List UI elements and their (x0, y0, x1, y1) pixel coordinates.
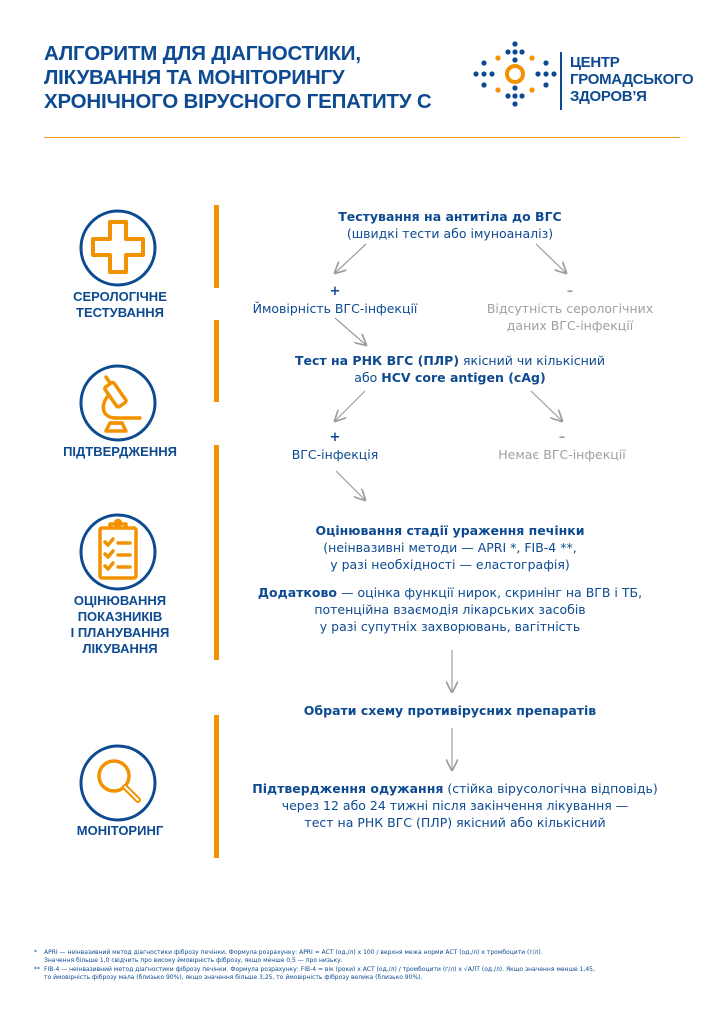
cure-confirmation-bold: Підтвердження одужання (252, 781, 444, 796)
additional-line: потенційна взаємодія лікарських засобів (314, 602, 586, 617)
logo-text-line: ЗДОРОВ’Я (570, 88, 647, 105)
positive-sign: + (329, 284, 341, 299)
confirm-positive-node: + ВГС-інфекція (235, 429, 435, 463)
stage-label-monitoring: МОНІТОРИНГ (40, 823, 200, 839)
additional-line: у разі супутніх захворювань, вагітність (319, 619, 581, 634)
additional-bold: Додатково (257, 585, 337, 600)
title-line: ЛІКУВАННЯ ТА МОНІТОРИНГУ (44, 66, 345, 89)
footnote-marker: * (34, 949, 37, 956)
rna-test-regular: якісний чи кількісний (459, 353, 606, 368)
cure-confirmation-node: Підтвердження одужання (стійка вірусолог… (230, 780, 680, 831)
serology-positive-node: + Ймовірність ВГС-інфекції (235, 283, 435, 317)
negative-sign: – (558, 430, 566, 445)
footnote-marker: ** (34, 966, 40, 973)
stage-bar-serology (214, 205, 219, 288)
footnote-line: FIB-4 — неінвазивний метод діагностики ф… (44, 966, 595, 973)
stage-label-serology: СЕРОЛОГІЧНЕ ТЕСТУВАННЯ (40, 289, 200, 321)
stage-label-line: ПІДТВЕРДЖЕННЯ (63, 444, 177, 459)
footnote-line: APRI — неінвазивний метод діагностики фі… (44, 949, 543, 956)
confirm-positive-text: ВГС-інфекція (291, 447, 379, 462)
serology-negative-text: даних ВГС-інфекції (506, 318, 634, 333)
serology-negative-node: – Відсутність серологічних даних ВГС-інф… (470, 283, 670, 334)
antibody-test-subtitle: (швидкі тести або імуноаналіз) (346, 226, 554, 241)
additional-node: Додатково — оцінка функції нирок, скрині… (230, 584, 670, 635)
stage-bar-assessment-full (214, 510, 219, 660)
title-line: ХРОНІЧНОГО ВІРУСНОГО ГЕПАТИТУ С (44, 90, 432, 113)
liver-assessment-node: Оцінювання стадії ураження печінки (неін… (250, 522, 650, 573)
antibody-test-title: Тестування на антитіла до ВГС (338, 209, 562, 224)
rna-test-or: або (354, 370, 382, 385)
liver-assessment-line: у разі необхідності — еластографія) (330, 557, 570, 572)
stage-label-confirmation: ПІДТВЕРДЖЕННЯ (40, 444, 200, 460)
arrow-rna-to-positive (335, 390, 366, 421)
arrow-positive-to-rna (334, 317, 366, 345)
rna-test-bold: Тест на РНК ВГС (ПЛР) (294, 353, 460, 368)
additional-rest: — оцінка функції нирок, скринінг на ВГВ … (337, 585, 643, 600)
organization-name: ЦЕНТР ГРОМАДСЬКОГО ЗДОРОВ’Я (570, 54, 694, 105)
footnote-apri: * APRI — неінвазивний метод діагностики … (34, 949, 543, 965)
arrow-rna-to-negative (530, 390, 562, 421)
stage-bar-monitoring (214, 715, 219, 858)
arrow-antibody-to-positive (335, 243, 367, 273)
stage-label-line: ОЦІНЮВАННЯ (73, 593, 167, 608)
medical-cross-icon (79, 209, 157, 287)
dot-pattern-logo-icon (473, 41, 557, 107)
footnote-line: Значення більше 1,0 свідчить про високу … (44, 957, 343, 964)
footnote-line: то ймовірність фіброзу мала (близько 90%… (44, 974, 423, 981)
header-divider (44, 137, 680, 138)
choose-regimen-node: Обрати схему противірусних препаратів (303, 703, 597, 718)
liver-assessment-title: Оцінювання стадії ураження печінки (315, 523, 585, 538)
clipboard-checklist-icon (79, 513, 157, 591)
negative-sign: – (566, 284, 574, 299)
positive-sign: + (329, 430, 341, 445)
magnifier-icon (79, 744, 157, 822)
stage-label-line: МОНІТОРИНГ (76, 823, 164, 838)
hcv-core-antigen: HCV core antigen (cAg) (381, 370, 546, 385)
serology-positive-text: Ймовірність ВГС-інфекції (252, 301, 418, 316)
stage-label-assessment: ОЦІНЮВАННЯ ПОКАЗНИКІВ І ПЛАНУВАННЯ ЛІКУВ… (40, 593, 200, 657)
confirm-negative-text: Немає ВГС-інфекції (498, 447, 626, 462)
cure-confirmation-rest: (стійка вірусологічна відповідь) (443, 781, 658, 796)
microscope-icon (79, 364, 157, 442)
logo-text-line: ЦЕНТР (570, 54, 620, 71)
logo-divider (560, 52, 562, 110)
stage-label-line: ПОКАЗНИКІВ (77, 609, 163, 624)
antibody-test-node: Тестування на антитіла до ВГС (швидкі те… (250, 208, 650, 242)
title-line: АЛГОРИТМ ДЛЯ ДІАГНОСТИКИ, (44, 42, 361, 65)
liver-assessment-line: (неінвазивні методи — APRI *, FIB-4 **, (323, 540, 577, 555)
logo-text-line: ГРОМАДСЬКОГО (570, 71, 694, 88)
stage-label-line: І ПЛАНУВАННЯ (70, 625, 170, 640)
stage-bar-confirmation (214, 320, 219, 402)
footnote-fib4: ** FIB-4 — неінвазивний метод діагностик… (34, 966, 595, 982)
serology-negative-text: Відсутність серологічних (486, 301, 654, 316)
stage-label-line: ЛІКУВАННЯ (82, 641, 158, 656)
cure-confirmation-line: тест на РНК ВГС (ПЛР) якісний або кількі… (304, 815, 606, 830)
page-title: АЛГОРИТМ ДЛЯ ДІАГНОСТИКИ, ЛІКУВАННЯ ТА М… (44, 42, 444, 114)
stage-label-line: ТЕСТУВАННЯ (76, 305, 164, 320)
rna-test-node: Тест на РНК ВГС (ПЛР) якісний чи кількіс… (250, 352, 650, 386)
confirm-negative-node: – Немає ВГС-інфекції (462, 429, 662, 463)
stage-label-line: СЕРОЛОГІЧНЕ (73, 289, 167, 304)
cure-confirmation-line: через 12 або 24 тижні після закінчення л… (281, 798, 629, 813)
arrow-infection-to-assessment (335, 470, 365, 500)
stage-bar-assessment (214, 445, 219, 555)
arrow-antibody-to-negative (535, 243, 566, 273)
